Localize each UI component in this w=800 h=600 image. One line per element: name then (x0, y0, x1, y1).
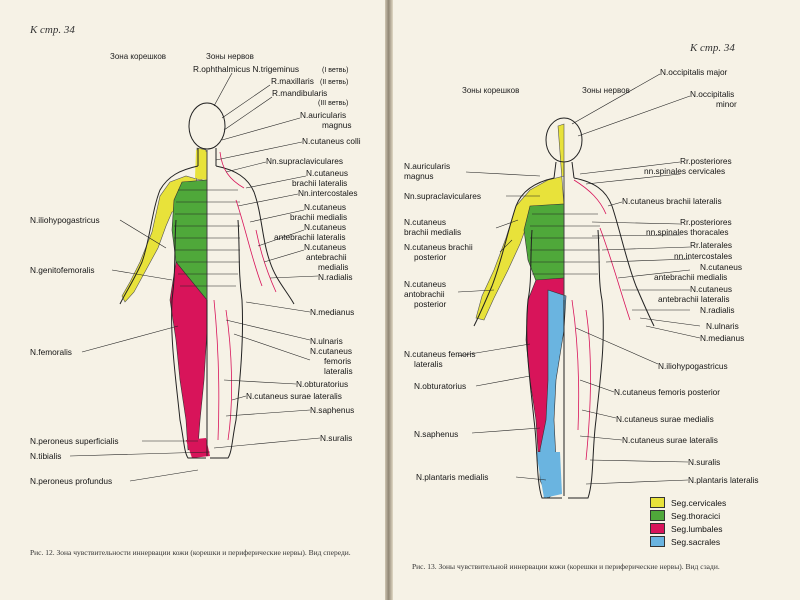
label-back-nn-intercostales: nn.intercostales (674, 251, 733, 261)
legend-item-cervical: Seg.cervicales (650, 496, 726, 509)
label-antebrachii: antebrachii (306, 252, 347, 262)
label-medialis: medialis (318, 262, 349, 272)
label-nn-supraclaviculares: Nn.supraclaviculares (266, 156, 344, 166)
label-back-magnus: magnus (404, 171, 434, 181)
label-back-antebrachii-lateralis: antebrachii lateralis (658, 294, 730, 304)
label-back-n-plantaris-lateralis: N.plantaris lateralis (688, 475, 759, 485)
label-back-posterior-2: posterior (414, 299, 447, 309)
label-n-femoralis: N.femoralis (30, 347, 72, 357)
label-brachii-lateralis: brachii lateralis (292, 178, 348, 188)
label-n-cutaneus-2: N.cutaneus (304, 202, 346, 212)
label-back-antebrachii-medialis: antebrachii medialis (654, 272, 728, 282)
label-n-ulnaris: N.ulnaris (310, 336, 343, 346)
book-gutter (385, 0, 392, 600)
label-back-n-plantaris-medialis: N.plantaris medialis (416, 472, 489, 482)
label-back-n-suralis: N.suralis (688, 457, 721, 467)
label-back-n-cutaneus-2: N.cutaneus (404, 279, 446, 289)
label-back-n-obturatorius: N.obturatorius (414, 381, 467, 391)
label-n-tibialis: N.tibialis (30, 451, 62, 461)
label-branch-3: (III ветвь) (318, 100, 349, 107)
label-n-suralis: N.suralis (320, 433, 353, 443)
label-n-radialis: N.radialis (318, 272, 353, 282)
label-n-medianus: N.medianus (310, 307, 355, 317)
legend-swatch (650, 536, 665, 547)
label-n-cutaneus-surae-lateralis: N.cutaneus surae lateralis (246, 391, 342, 401)
label-n-auricularis: N.auricularis (300, 110, 347, 120)
label-magnus: magnus (322, 120, 352, 130)
right-caption: Рис. 13. Зоны чувствительной иннервации … (412, 562, 720, 571)
label-n-cutaneus-3: N.cutaneus (304, 222, 346, 232)
label-n-cutaneus-5: N.cutaneus (310, 346, 352, 356)
label-n-peroneus-superficialis: N.peroneus superficialis (30, 436, 119, 446)
label-back-n-occipitalis: N.occipitalis (690, 89, 735, 99)
label-back-n-occipitalis-major: N.occipitalis major (660, 67, 728, 77)
legend-item-thoracic: Seg.thoracici (650, 509, 726, 522)
label-back-minor: minor (716, 99, 737, 109)
label-lateralis: lateralis (324, 366, 353, 376)
label-back-n-radialis: N.radialis (700, 305, 735, 315)
legend-swatch (650, 510, 665, 521)
label-n-saphenus: N.saphenus (310, 405, 355, 415)
label-back-n-ulnaris: N.ulnaris (706, 321, 739, 331)
legend-item-sacral: Seg.sacrales (650, 535, 726, 548)
label-back-n-cutaneus-surae-lateralis: N.cutaneus surae lateralis (622, 435, 718, 445)
label-branch-1: (I ветвь) (322, 67, 349, 74)
label-branch-2: (II ветвь) (320, 79, 349, 86)
right-page (392, 0, 800, 600)
label-nn-intercostales: Nn.intercostales (298, 188, 358, 198)
label-back-nn-supraclaviculares: Nn.supraclaviculares (404, 191, 482, 201)
label-n-cutaneus-4: N.cutaneus (304, 242, 346, 252)
left-page-ref: К стр. 34 (30, 24, 75, 36)
left-header-nerves: Зоны нервов (206, 52, 254, 61)
label-back-rr-posteriores-2: Rr.posteriores (680, 217, 732, 227)
label-back-n-saphenus: N.saphenus (414, 429, 459, 439)
label-back-n-cutaneus-surae-medialis: N.cutaneus surae medialis (616, 414, 714, 424)
label-n-iliohypogastricus: N.iliohypogastricus (30, 215, 100, 225)
label-back-n-medianus: N.medianus (700, 333, 745, 343)
label-back-n-cutaneus-2r: N.cutaneus (690, 284, 732, 294)
left-caption: Рис. 12. Зона чувствительности иннерваци… (30, 548, 351, 557)
right-header-nerves: Зоны нервов (582, 86, 630, 95)
label-back-n-iliohypogastricus: N.iliohypogastricus (658, 361, 728, 371)
label-n-peroneus-profundus: N.peroneus profundus (30, 476, 113, 486)
label-back-rr-posteriores-1: Rr.posteriores (680, 156, 732, 166)
back-thoracic-zone (523, 203, 565, 287)
label-n-genitofemoralis: N.genitofemoralis (30, 265, 95, 275)
label-r-mandibularis: R.mandibularis (272, 88, 328, 98)
label-n-obturatorius: N.obturatorius (296, 379, 349, 389)
label-femoris: femoris (324, 356, 352, 366)
label-n-cutaneus-colli: N.cutaneus colli (302, 136, 361, 146)
left-header-roots: Зона корешков (110, 52, 167, 61)
segment-legend: Seg.cervicales Seg.thoracici Seg.lumbale… (650, 496, 726, 548)
legend-swatch (650, 523, 665, 534)
label-back-rr-laterales: Rr.laterales (690, 240, 732, 250)
label-back-n-cutaneus-1: N.cutaneus (404, 217, 446, 227)
label-back-antobrachii: antobrachii (404, 289, 445, 299)
label-back-brachii-medialis: brachii medialis (404, 227, 462, 237)
label-back-n-cutaneus-femoris: N.cutaneus femoris (404, 349, 476, 359)
legend-item-lumbar: Seg.lumbales (650, 522, 726, 535)
label-r-ophthalmicus: R.ophthalmicus N.trigeminus (193, 64, 300, 74)
label-back-n-cutaneus-femoris-posterior: N.cutaneus femoris posterior (614, 387, 721, 397)
label-back-n-cutaneus-brachii-lateralis: N.cutaneus brachii lateralis (622, 196, 722, 206)
label-r-maxillaris: R.maxillaris (271, 76, 314, 86)
label-back-posterior-1: posterior (414, 252, 447, 262)
right-page-ref: К стр. 34 (690, 42, 735, 54)
label-back-lateralis: lateralis (414, 359, 443, 369)
label-back-nn-spinales-thoracales: nn.spinales thoracales (646, 227, 729, 237)
right-header-roots: Зоны корешков (462, 86, 520, 95)
legend-swatch (650, 497, 665, 508)
label-antebrachii-lateralis: antebrachii lateralis (274, 232, 346, 242)
label-n-cutaneus-1: N.cutaneus (306, 168, 348, 178)
label-back-n-cutaneus-1r: N.cutaneus (700, 262, 742, 272)
label-back-n-cutaneus-brachii: N.cutaneus brachii (404, 242, 473, 252)
label-back-n-auricularis: N.auricularis (404, 161, 451, 171)
label-back-nn-spinales-cervicales: nn.spinales cervicales (644, 166, 726, 176)
label-brachii-medialis: brachii medialis (290, 212, 348, 222)
